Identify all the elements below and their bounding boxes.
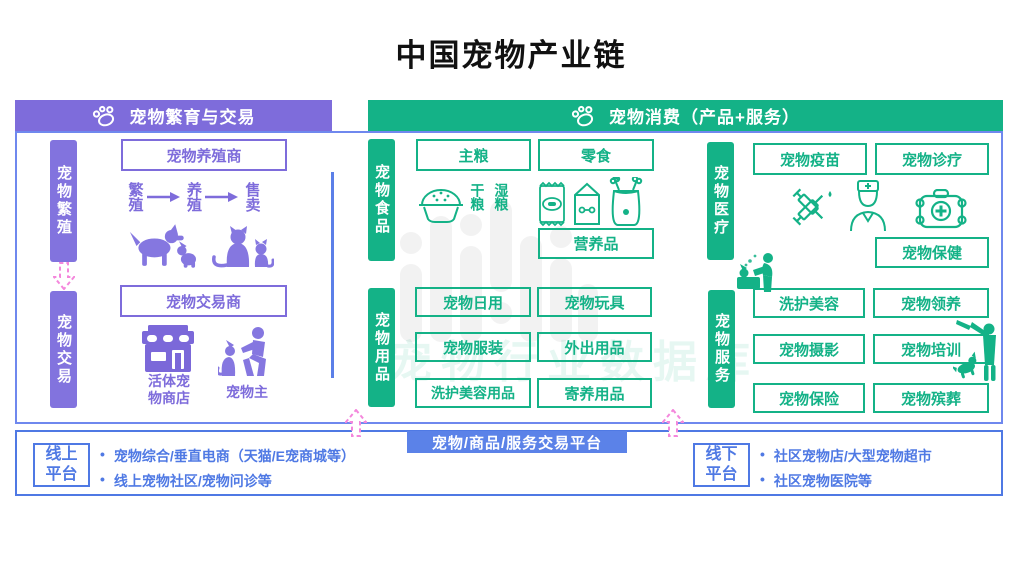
arrow-down-icon	[53, 262, 75, 290]
pet-services-bar: 宠物服务	[708, 290, 735, 408]
arrow-up-icon	[662, 409, 684, 437]
flow-arrow-icon	[146, 191, 181, 203]
medical-vaccine-box: 宠物疫苗	[753, 143, 867, 175]
list-item: • 线上宠物社区/宠物问诊等	[100, 471, 355, 491]
online-item-community: 线上宠物社区/宠物问诊等	[113, 473, 272, 489]
pet-food-bar: 宠物食品	[368, 139, 395, 261]
medical-treatment-box: 宠物诊疗	[875, 143, 989, 175]
pet-store-icon	[142, 325, 194, 373]
arrow-up-icon	[345, 409, 367, 437]
pet-trainer-icon	[953, 320, 1001, 382]
owner-label: 宠物主	[226, 384, 268, 400]
dogs-icon	[128, 224, 196, 268]
list-item: • 社区宠物医院等	[760, 471, 932, 491]
wet-food-label: 湿粮	[493, 183, 510, 211]
page-title: 中国宠物产业链	[395, 38, 627, 73]
cats-icon	[208, 226, 274, 268]
snack-box: 零食	[538, 139, 654, 171]
dry-food-label: 干粮	[469, 183, 486, 211]
online-platform-box: 线上平台	[33, 443, 90, 487]
breeder-box: 宠物养殖商	[121, 139, 287, 171]
service-insurance-box: 宠物保险	[753, 383, 865, 413]
service-funeral-box: 宠物殡葬	[873, 383, 989, 413]
service-adoption-box: 宠物领养	[873, 288, 989, 318]
bullet-icon: •	[760, 471, 765, 487]
bullet-icon: •	[100, 471, 105, 487]
pet-groomer-icon	[735, 251, 785, 293]
flow-arrow-icon	[205, 191, 239, 203]
bullet-icon: •	[760, 446, 765, 462]
supplies-daily-box: 宠物日用	[415, 287, 531, 317]
supplies-outdoor-box: 外出用品	[537, 332, 652, 362]
snack-bag-icon	[537, 181, 567, 227]
consumption-section-header: 宠物消费（产品+服务）	[368, 100, 1003, 131]
first-aid-kit-icon	[914, 189, 968, 229]
treat-bag-icon	[607, 177, 645, 227]
paw-icon	[92, 105, 118, 127]
staple-food-box: 主粮	[416, 139, 531, 171]
service-photography-box: 宠物摄影	[753, 334, 865, 364]
offline-platform-label: 线下平台	[705, 446, 738, 483]
veterinarian-icon	[846, 179, 890, 232]
online-platform-label: 线上平台	[45, 446, 78, 483]
supplies-clothing-box: 宠物服装	[415, 332, 531, 362]
store-label: 活体宠物商店	[148, 373, 190, 406]
flow-step-breed: 繁殖	[126, 182, 144, 212]
online-item-ecommerce: 宠物综合/垂直电商（天猫/E宠商城等）	[113, 448, 356, 464]
food-carton-icon	[571, 180, 603, 227]
breeding-section-header: 宠物繁育与交易	[15, 100, 332, 131]
breeding-flow: 繁殖 养殖 售卖	[126, 182, 261, 212]
food-bowl-icon	[417, 184, 465, 224]
supplies-grooming-box: 洗护美容用品	[415, 378, 531, 408]
supplies-toys-box: 宠物玩具	[537, 287, 652, 317]
offline-item-stores: 社区宠物店/大型宠物超市	[773, 448, 932, 464]
supplies-boarding-box: 寄养用品	[537, 378, 652, 408]
breeding-header-label: 宠物繁育与交易	[129, 108, 256, 127]
bullet-icon: •	[100, 446, 105, 462]
list-item: • 宠物综合/垂直电商（天猫/E宠商城等）	[100, 446, 355, 466]
main-frame	[15, 131, 1003, 424]
section-divider	[331, 172, 334, 378]
offline-platform-box: 线下平台	[693, 443, 750, 487]
nutrition-box: 营养品	[538, 228, 654, 259]
paw-icon	[571, 105, 597, 127]
trader-box: 宠物交易商	[120, 285, 287, 317]
platform-banner: 宠物/商品/服务交易平台	[407, 431, 627, 453]
flow-step-sell: 售卖	[243, 182, 261, 212]
offline-item-hospitals: 社区宠物医院等	[773, 473, 872, 489]
offline-platform-bullets: • 社区宠物店/大型宠物超市 • 社区宠物医院等	[760, 446, 932, 491]
service-grooming-box: 洗护美容	[753, 288, 865, 318]
pet-medical-bar: 宠物医疗	[707, 142, 734, 260]
pet-supplies-bar: 宠物用品	[368, 288, 395, 407]
online-platform-bullets: • 宠物综合/垂直电商（天猫/E宠商城等） • 线上宠物社区/宠物问诊等	[100, 446, 355, 491]
list-item: • 社区宠物店/大型宠物超市	[760, 446, 932, 466]
pet-owner-icon	[218, 327, 276, 377]
medical-healthcare-box: 宠物保健	[875, 237, 989, 268]
consumption-header-label: 宠物消费（产品+服务）	[609, 108, 800, 127]
syringes-icon	[786, 183, 836, 231]
stage-pet-breeding-bar: 宠物繁殖	[50, 140, 77, 262]
flow-step-raise: 养殖	[185, 182, 202, 212]
stage-pet-trading-bar: 宠物交易	[50, 291, 77, 408]
